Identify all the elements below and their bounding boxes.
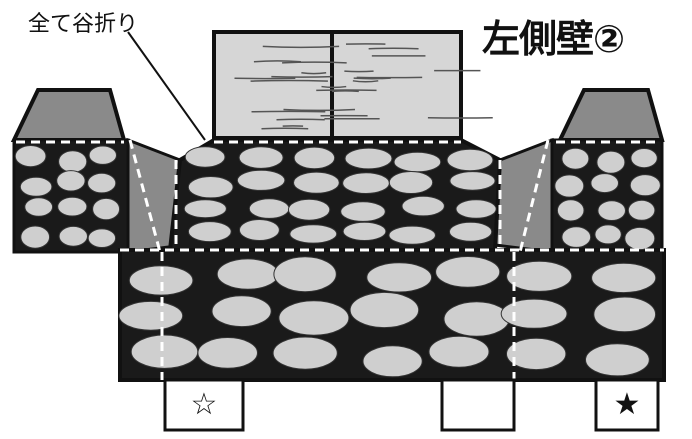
- stone: [593, 296, 657, 333]
- stone: [183, 199, 227, 219]
- stone: [401, 195, 445, 217]
- stone: [344, 147, 393, 170]
- stone: [216, 258, 279, 290]
- stone: [287, 198, 331, 221]
- stone: [594, 224, 622, 245]
- stone: [197, 337, 258, 369]
- stone: [591, 262, 657, 294]
- bottom-tab-left: [163, 378, 245, 432]
- stone: [88, 145, 118, 165]
- stone: [435, 256, 501, 288]
- stone: [349, 291, 420, 329]
- left-gable-cap: [10, 88, 127, 142]
- stone: [366, 262, 433, 293]
- stone: [597, 200, 627, 222]
- fold-lines: [16, 139, 664, 380]
- stone: [236, 169, 286, 191]
- stone: [342, 172, 390, 195]
- stone: [92, 197, 121, 221]
- stone: [449, 171, 496, 191]
- stone: [273, 256, 337, 293]
- stone: [443, 301, 510, 337]
- stone: [627, 199, 656, 221]
- stone: [340, 201, 386, 222]
- stone: [57, 196, 88, 217]
- stone: [362, 345, 423, 378]
- stone: [289, 224, 338, 244]
- stone: [388, 171, 434, 194]
- stone: [87, 172, 117, 194]
- stone: [506, 337, 567, 371]
- fold-instruction-label: 全て谷折り: [28, 12, 139, 37]
- stone: [561, 226, 592, 248]
- stone: [19, 176, 53, 197]
- stone: [184, 146, 226, 168]
- stone: [446, 148, 494, 172]
- sheet-title: 左側壁②: [482, 17, 625, 61]
- stone: [448, 221, 493, 242]
- stone: [506, 260, 573, 292]
- stone: [342, 221, 387, 241]
- stone: [561, 147, 590, 170]
- stone: [272, 336, 338, 370]
- stone: [554, 174, 585, 198]
- right-gable-cap: [556, 88, 665, 142]
- stone: [14, 145, 47, 168]
- stone: [585, 343, 650, 377]
- top-plank-panel: [212, 30, 493, 140]
- stone: [130, 334, 199, 369]
- stone: [556, 199, 585, 222]
- stone: [278, 300, 350, 336]
- stone: [58, 225, 89, 247]
- left-tab-star-outline: ☆: [190, 387, 218, 422]
- stone: [500, 298, 568, 329]
- stone: [248, 198, 290, 219]
- stone: [187, 176, 234, 199]
- stone: [590, 173, 620, 194]
- stone: [238, 146, 284, 169]
- stone: [128, 265, 194, 296]
- stone: [187, 221, 232, 243]
- stone: [293, 146, 336, 170]
- stone: [56, 170, 86, 192]
- stone: [118, 300, 184, 331]
- stone: [24, 197, 54, 217]
- stone: [624, 226, 656, 251]
- stone: [629, 174, 661, 197]
- fold-label-leader: [127, 31, 206, 141]
- stone: [596, 150, 626, 174]
- stone: [455, 199, 497, 219]
- stone: [20, 225, 51, 249]
- stone: [630, 148, 658, 169]
- bottom-tab-middle: [440, 378, 516, 432]
- bottom-tab-right: [594, 378, 660, 432]
- stone-pattern: [14, 145, 661, 378]
- stone: [293, 171, 340, 194]
- right-tab-star-filled: ★: [613, 387, 641, 422]
- stone: [393, 151, 442, 173]
- stone: [87, 228, 117, 248]
- stone: [211, 295, 272, 328]
- stone: [388, 225, 437, 245]
- stone: [428, 335, 490, 368]
- stone: [238, 219, 280, 241]
- stone: [58, 150, 88, 174]
